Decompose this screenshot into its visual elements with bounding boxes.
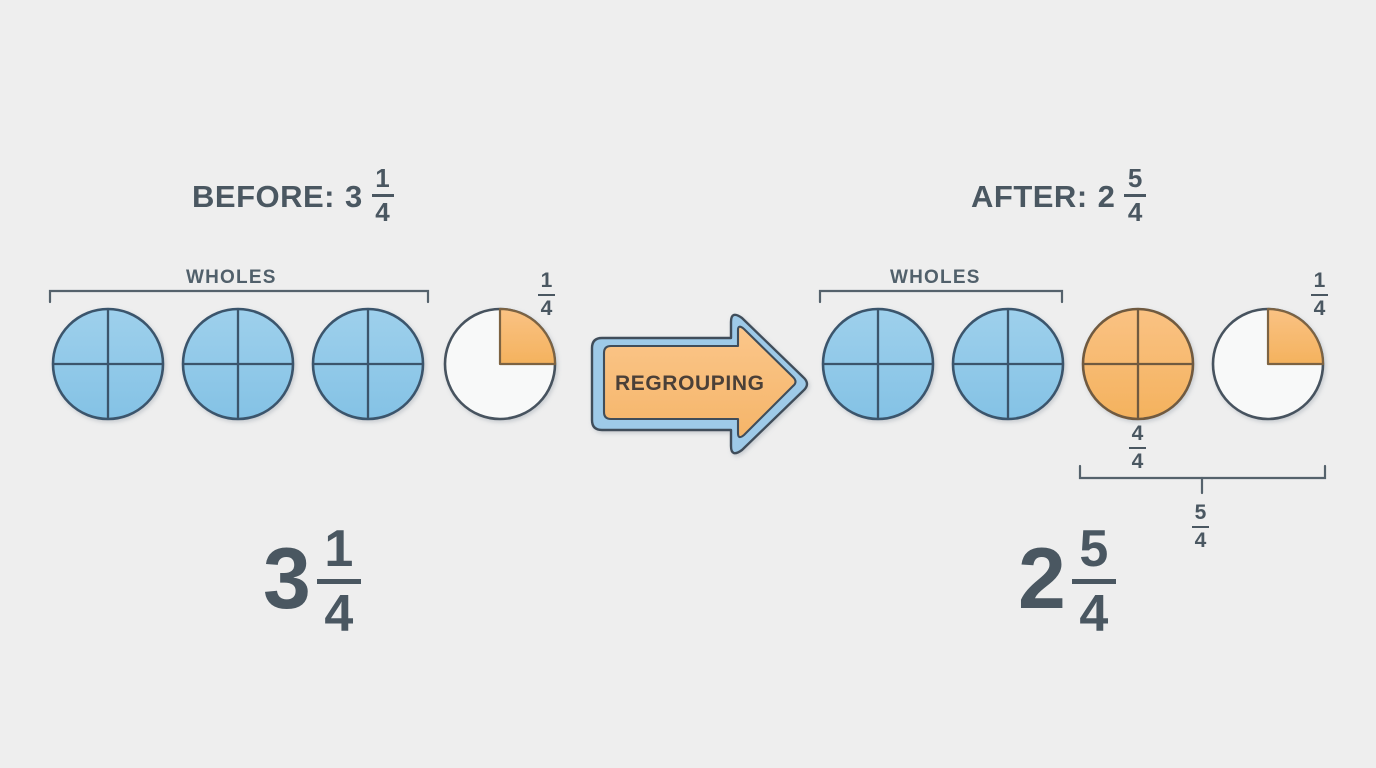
before-heading-fraction-bar (371, 194, 394, 198)
after-whole-circle-2 (951, 307, 1065, 421)
before-result-denominator: 4 (324, 585, 354, 644)
before-partial-circle (443, 307, 557, 421)
before-part-denominator: 4 (540, 297, 553, 321)
after-converted-fraction-bar (1129, 446, 1146, 450)
after-converted-circle (1081, 307, 1195, 421)
before-part-fraction: 1 4 (538, 270, 555, 320)
after-partial-circle (1211, 307, 1325, 421)
after-total-fraction-bar (1192, 525, 1209, 529)
after-total-denominator: 4 (1194, 529, 1207, 553)
after-heading-denominator: 4 (1127, 197, 1143, 228)
before-whole-circle-3 (311, 307, 425, 421)
after-whole-circle-1 (821, 307, 935, 421)
regrouping-arrow-label: REGROUPING (615, 372, 765, 395)
after-total-fraction: 5 4 (1192, 502, 1209, 552)
before-wholes-label: WHOLES (186, 267, 277, 288)
after-part-fraction: 1 4 (1311, 270, 1328, 320)
after-wholes-label: WHOLES (890, 267, 981, 288)
before-whole-circle-1 (51, 307, 165, 421)
before-heading-fraction: 1 4 (371, 163, 394, 228)
after-part-fraction-bar (1311, 293, 1328, 297)
before-part-numerator: 1 (540, 269, 553, 292)
after-wholes-bracket (818, 289, 1064, 304)
after-heading-label: AFTER: (971, 179, 1088, 215)
before-result-fraction-bar (316, 579, 361, 585)
after-converted-numerator: 4 (1131, 422, 1144, 445)
after-converted-fraction: 4 4 (1129, 423, 1146, 473)
before-heading-whole: 3 (345, 179, 363, 215)
before-result-numerator: 1 (324, 520, 354, 578)
before-result-whole: 3 (263, 531, 311, 628)
after-result-mixed-number: 2 5 4 (1018, 520, 1116, 644)
before-heading-numerator: 1 (375, 163, 391, 193)
before-heading-denominator: 4 (375, 197, 391, 228)
after-heading: AFTER: 2 5 4 (971, 163, 1147, 228)
after-converted-denominator: 4 (1131, 450, 1144, 474)
after-total-numerator: 5 (1194, 501, 1207, 524)
before-heading: BEFORE: 3 1 4 (192, 163, 394, 228)
after-result-fraction: 5 4 (1071, 520, 1116, 644)
after-total-bracket (1078, 464, 1327, 495)
regrouping-arrow (590, 313, 809, 455)
before-result-mixed-number: 3 1 4 (263, 520, 361, 644)
after-part-denominator: 4 (1313, 297, 1326, 321)
after-result-fraction-bar (1071, 579, 1116, 585)
before-whole-circle-2 (181, 307, 295, 421)
before-part-fraction-bar (538, 293, 555, 297)
after-part-numerator: 1 (1313, 269, 1326, 292)
after-heading-fraction: 5 4 (1124, 163, 1147, 228)
before-heading-label: BEFORE: (192, 179, 335, 215)
after-result-denominator: 4 (1079, 585, 1109, 644)
after-result-whole: 2 (1018, 531, 1066, 628)
after-heading-fraction-bar (1124, 194, 1147, 198)
before-wholes-bracket (48, 289, 430, 304)
after-heading-numerator: 5 (1127, 163, 1143, 193)
after-result-numerator: 5 (1079, 520, 1109, 578)
before-result-fraction: 1 4 (316, 520, 361, 644)
after-heading-whole: 2 (1097, 179, 1116, 215)
